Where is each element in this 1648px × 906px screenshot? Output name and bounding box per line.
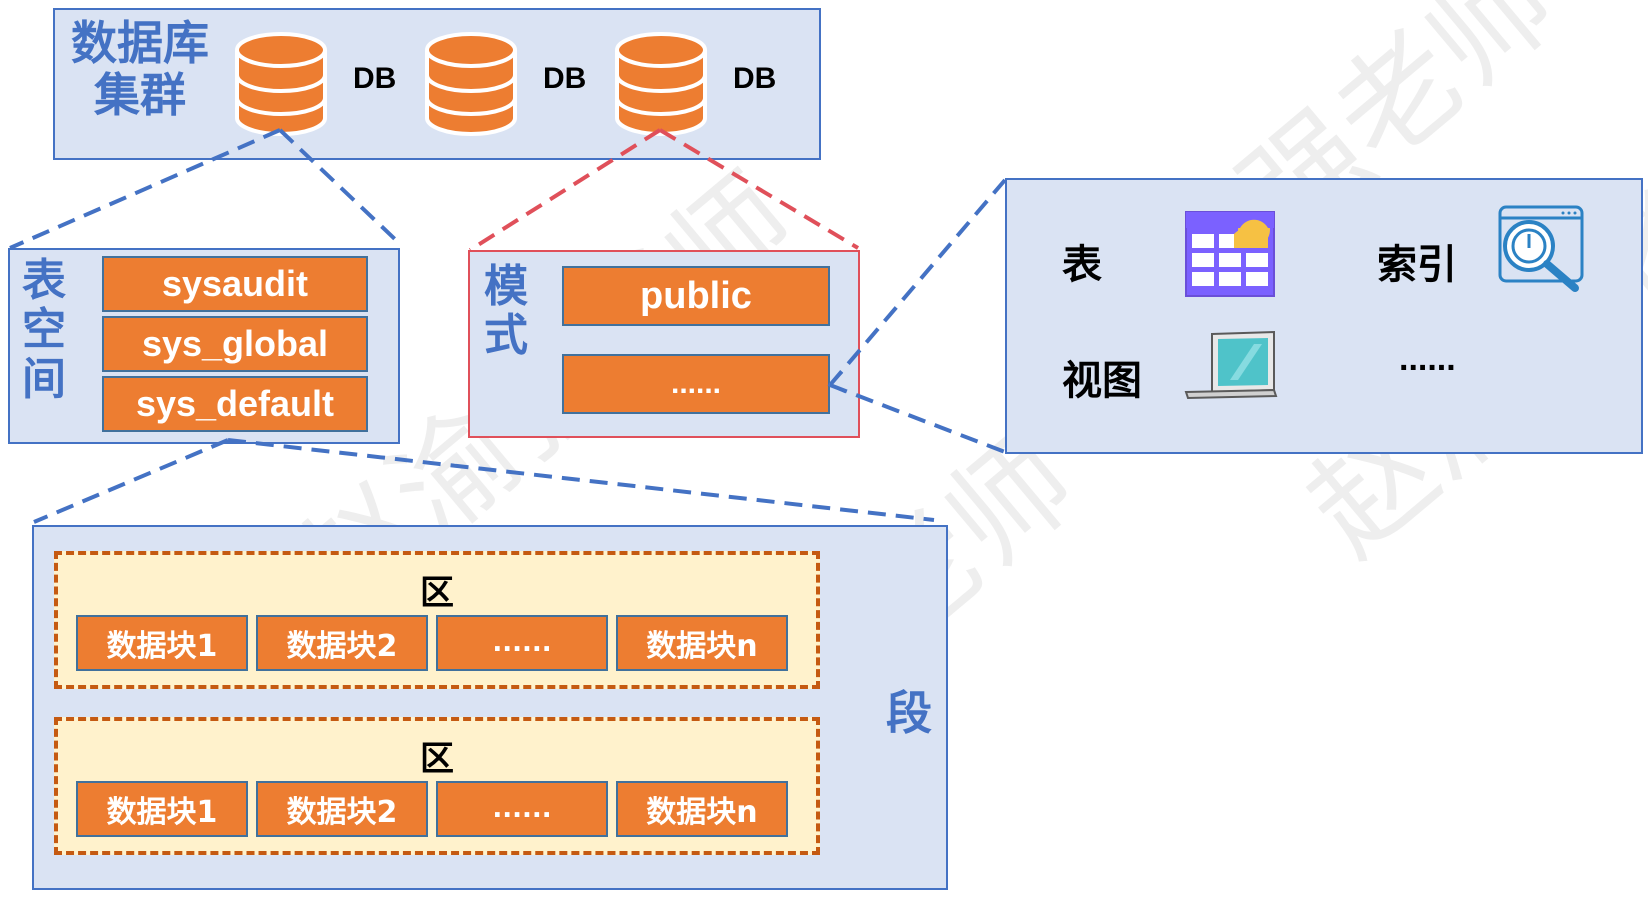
- segment-panel: 段 区 数据块1 数据块2 ...... 数据块n 区 数据块1 数据块2 ..…: [32, 525, 948, 890]
- tablespace-item-sysaudit: sysaudit: [102, 256, 368, 312]
- tablespace-label: 表 空 间: [16, 256, 72, 404]
- data-block: 数据块n: [616, 781, 788, 837]
- tablespace-label-char: 表: [22, 255, 66, 306]
- schema-item-public: public: [562, 266, 830, 326]
- object-label-view: 视图: [1062, 358, 1142, 404]
- schema-panel: 模 式 public ......: [468, 250, 860, 438]
- tablespace-label-char: 空: [22, 304, 66, 356]
- data-block: ......: [436, 615, 608, 671]
- cluster-label: 数据库 集群: [65, 16, 215, 122]
- db-label: DB: [353, 62, 397, 95]
- table-icon: [1185, 211, 1275, 297]
- data-block: 数据块1: [76, 615, 248, 671]
- extent-label: 区: [420, 739, 454, 779]
- segment-label: 段: [886, 686, 932, 740]
- extent: 区 数据块1 数据块2 ...... 数据块n: [54, 551, 820, 689]
- extent-label: 区: [420, 573, 454, 613]
- object-label-table: 表: [1062, 242, 1102, 288]
- tablespace-item-sys-default: sys_default: [102, 376, 368, 432]
- tablespace-label-char: 间: [22, 353, 66, 405]
- data-block: 数据块1: [76, 781, 248, 837]
- database-icon: [425, 32, 517, 136]
- data-block: 数据块2: [256, 615, 428, 671]
- schema-label: 模 式: [478, 262, 534, 361]
- tablespace-item-sys-global: sys_global: [102, 316, 368, 372]
- object-label-index: 索引: [1377, 242, 1457, 288]
- view-icon: [1184, 330, 1278, 400]
- connector-tablespace-segment: [227, 438, 935, 522]
- schema-label-char: 式: [484, 310, 528, 362]
- tablespace-panel: 表 空 间 sysaudit sys_global sys_default: [8, 248, 400, 444]
- schema-item-more: ......: [562, 354, 830, 414]
- data-block: 数据块2: [256, 781, 428, 837]
- db-label: DB: [733, 62, 777, 95]
- data-block: ......: [436, 781, 608, 837]
- connector-tablespace-segment: [33, 438, 229, 524]
- database-icon: [615, 32, 707, 136]
- database-icon: [235, 32, 327, 136]
- index-icon: [1498, 205, 1584, 292]
- database-cluster-panel: 数据库 集群 DB DB DB: [53, 8, 821, 160]
- object-label-more: ......: [1399, 340, 1456, 378]
- data-block: 数据块n: [616, 615, 788, 671]
- schema-objects-panel: 表 索引 视图 ......: [1005, 178, 1643, 454]
- cluster-label-line1: 数据库: [71, 16, 209, 70]
- db-label: DB: [543, 62, 587, 95]
- schema-label-char: 模: [484, 261, 528, 312]
- extent: 区 数据块1 数据块2 ...... 数据块n: [54, 717, 820, 855]
- cluster-label-line2: 集群: [94, 67, 186, 122]
